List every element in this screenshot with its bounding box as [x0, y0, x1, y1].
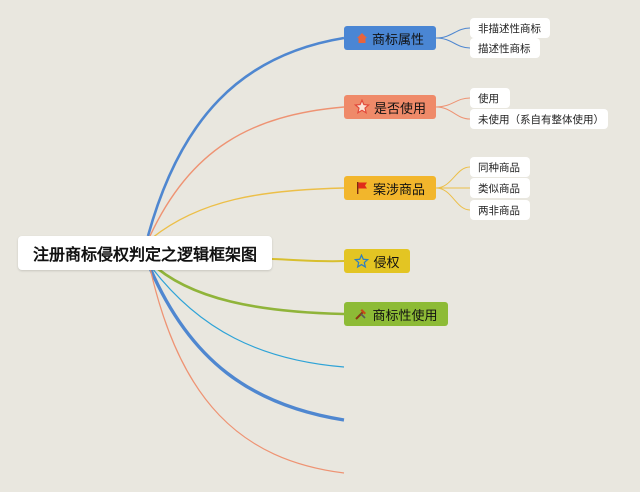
leaf-label: 类似商品 [478, 182, 520, 195]
leaf-label: 同种商品 [478, 161, 520, 174]
connector-b5 [149, 261, 345, 316]
star-outline-icon [354, 253, 370, 269]
connector-b4 [271, 258, 345, 263]
connector-b2 [149, 106, 345, 237]
branch-label: 侵权 [373, 255, 400, 271]
leaf-label: 两非商品 [478, 204, 520, 217]
branch-label: 商标性使用 [372, 308, 438, 324]
connector-empty-2 [148, 267, 345, 422]
leaf-topic[interactable]: 使用 [470, 88, 510, 108]
leaf-connector [435, 187, 471, 211]
branch-label: 商标属性 [371, 32, 424, 48]
root-topic-label: 注册商标侵权判定之逻辑框架图 [32, 245, 257, 264]
star-outline-icon [353, 99, 370, 115]
leaf-topic[interactable]: 同种商品 [470, 157, 530, 177]
branch-topic-trademark-use[interactable]: 商标性使用 [344, 302, 448, 326]
connector-b1 [146, 36, 345, 237]
branch-topic-infringement[interactable]: 侵权 [344, 249, 410, 273]
leaf-topic[interactable]: 两非商品 [470, 200, 530, 220]
leaf-topic[interactable]: 未使用（系自有整体使用） [470, 109, 608, 129]
leaf-connector [435, 97, 471, 108]
leaf-topic[interactable]: 非描述性商标 [470, 18, 550, 38]
leaf-connector [435, 37, 471, 49]
tools-icon [354, 307, 368, 321]
leaf-connector [435, 106, 471, 120]
root-topic[interactable]: 注册商标侵权判定之逻辑框架图 [18, 236, 272, 270]
leaf-topic[interactable]: 描述性商标 [470, 38, 540, 58]
leaf-label: 非描述性商标 [478, 22, 541, 35]
leaf-label: 未使用（系自有整体使用） [478, 113, 604, 126]
leaf-connector [435, 27, 471, 39]
branch-topic-goods[interactable]: 案涉商品 [344, 176, 436, 200]
leaf-label: 描述性商标 [478, 42, 531, 55]
connector-empty-1 [151, 267, 345, 368]
leaf-connector [435, 166, 471, 189]
house-icon [356, 32, 368, 44]
branch-topic-trademark-attribute[interactable]: 商标属性 [344, 26, 436, 50]
branch-label: 案涉商品 [372, 182, 425, 198]
branch-label: 是否使用 [373, 101, 426, 117]
connector-empty-3 [149, 267, 345, 474]
flag-icon [355, 181, 369, 195]
leaf-label: 使用 [478, 92, 499, 105]
leaf-topic[interactable]: 类似商品 [470, 178, 530, 198]
connector-b3 [151, 187, 345, 239]
branch-topic-usage[interactable]: 是否使用 [344, 95, 436, 119]
